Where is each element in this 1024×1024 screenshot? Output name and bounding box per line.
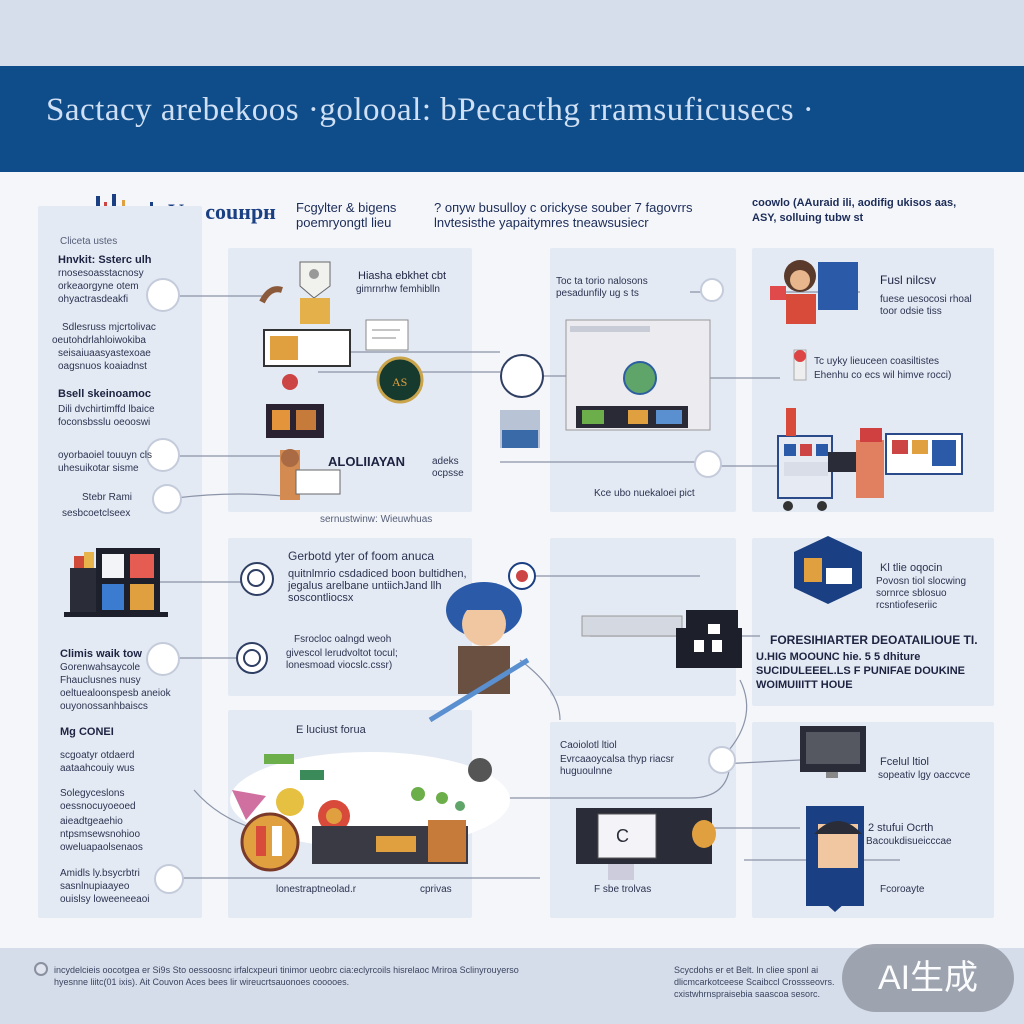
left-item-line: aataahcouiy wus — [60, 763, 135, 774]
left-item-line: oeutohdrlahloiwokiba — [52, 335, 146, 346]
left-item-line: ohyactrasdeakfi — [58, 294, 129, 305]
right-panel-title: F sbe trolvas — [594, 884, 652, 895]
center-panel-title: ALOLIIAYAN — [328, 454, 406, 469]
footer-left-text: incydelcieis oocotgea er Si9s Sto oessoo… — [54, 965, 519, 987]
center-label: Toc ta torio nalosons pesadunfily ug s t… — [556, 276, 648, 299]
connector-node — [146, 438, 180, 472]
left-item-line: orkeaorgyne otem — [58, 281, 139, 292]
left-item-line: oessnocuyoeoed — [60, 801, 136, 812]
left-item-title: Mg CONEI — [60, 726, 114, 738]
center-panel-title: Fsrocloc oalngd weoh — [294, 634, 392, 645]
right-panel-sub: fuese uesocosi rhoal toor odsie tiss — [880, 294, 972, 317]
left-item-line: rnosesoasstacnosy — [58, 268, 144, 279]
left-item-line: ouyonossanhbaiscs — [60, 701, 148, 712]
heading-3: ? oпyw busulloy c orickyse souber 7 fago… — [434, 200, 693, 230]
right-panel-2 — [752, 538, 994, 706]
right-panel-title: Fcelul ltiol — [880, 756, 929, 768]
left-item-line: Solegyceslons — [60, 788, 125, 799]
right-panel-sub: U.HIG MOOUNC hie. 5 5 dhiture SUCIDULEEE… — [756, 651, 966, 691]
left-item-line: uhesuikotar sisme — [58, 463, 139, 474]
title-banner — [0, 66, 1024, 172]
right-panel-title: 2 stufui Ocrth — [868, 822, 934, 834]
left-item-title: Stebr Rami — [82, 492, 133, 503]
connector-node — [236, 642, 268, 674]
connector-node — [508, 562, 536, 590]
left-item-line: oeltuealoonspesb aneiok — [60, 688, 171, 699]
center-panel-sub: quitnlmrio csdadiced boon bultidhen, jeg… — [288, 568, 467, 604]
connector-node — [146, 278, 180, 312]
watermark-text: AI生成 — [877, 959, 979, 997]
center-panel-sub: givescol lerudvoltot tocul; lonesmoad vi… — [286, 648, 398, 671]
left-item-title: Sdlesruss mjcrtolivac — [62, 322, 156, 333]
left-item-line: scgoatyr otdaerd — [60, 750, 135, 761]
connector-node — [146, 642, 180, 676]
left-item-line: oweluapaolsenaos — [60, 842, 143, 853]
left-item-line: aieadtgeaehio — [60, 816, 123, 827]
left-item-line: oagsnuos koaiadnst — [58, 361, 147, 372]
left-item-title: Climis waik tow — [60, 648, 142, 660]
center-panel-title: Gerbotd yter of foom anuca — [288, 549, 435, 563]
left-item-line: sesbcoetclseex — [62, 508, 131, 519]
right-panel-sub: Ehenhu co ecs wil himve rocci) — [814, 370, 952, 381]
left-item-title: Bsell skeinoamoc — [58, 388, 151, 400]
center-panel-sub: cprivas — [420, 884, 452, 895]
left-item-title: Amidls ly.bsycrbtri — [60, 868, 140, 879]
right-panel-sub: Evrcaaoycalsa thyp riacsr huguoulnne — [560, 754, 674, 777]
left-item-line: ntpsmsewsnohioo — [60, 829, 141, 840]
center-panel-title: Hiasha ebkhet cbt — [358, 270, 447, 282]
connector-node — [152, 484, 182, 514]
connector-node — [154, 864, 184, 894]
connector-node — [240, 562, 274, 596]
center-panel-4 — [550, 538, 736, 696]
left-item-line: seisaiuaasyastexoae — [58, 348, 151, 359]
connector-node — [700, 278, 724, 302]
footer-right-text: Scycdohs er et Belt. ln cliee sponl ai d… — [674, 965, 835, 999]
right-panel-sub: Povosn tiol slocwing sornrce sblosuo rcs… — [876, 576, 967, 611]
right-panel-title: Tc uyky lieuceen coasiltistes — [814, 356, 940, 367]
footer-bullet-icon — [34, 962, 48, 976]
center-label: sernustwinw: Wieuwhuas — [320, 514, 433, 525]
top-band — [0, 0, 1024, 66]
left-item-line: foconsbsslu oeooswi — [58, 417, 151, 428]
right-panel-sub: sopeativ lgy oaccvce — [878, 770, 971, 781]
ai-watermark-badge: AI生成 — [842, 944, 1014, 1012]
connector-node — [500, 354, 544, 398]
right-panel-title: Fusl nilcsv — [880, 273, 937, 287]
right-panel-3 — [752, 722, 994, 918]
left-item-line: Fhauclusnes nusy — [60, 675, 141, 686]
center-panel-sub: gimrnrhw femhiblln — [356, 284, 440, 295]
left-item-line: ouislsy loweeneeaoi — [60, 894, 150, 905]
heading-4: coowlo (AAuraid ili, aodifig ukisos aas,… — [752, 197, 957, 224]
left-item-line: Gorenwahsaycole — [60, 662, 141, 673]
page-title: Sactacy arebekoos ·golooal: bPecacthg rr… — [46, 92, 815, 128]
left-item-title: Hnvkit: Ssterc ulh — [58, 254, 152, 266]
right-panel-title: FORESIHIARTER DEOATAILIOUE TI. — [770, 633, 978, 647]
center-label: Kce ubo nuekaloei pict — [594, 488, 695, 499]
center-panel-sub: adeks ocpsse — [432, 456, 464, 479]
left-item-line: Dili dvchirtimffd lbaice — [58, 404, 155, 415]
left-item-line: oyorbaoiel touuyn cls — [58, 450, 152, 461]
right-panel-title: Caoiolotl ltiol — [560, 740, 617, 751]
connector-node — [694, 450, 722, 478]
center-panel-title: lonestraptneolad.r — [276, 884, 357, 895]
left-item-line: sasnlnupiaayeo — [60, 881, 130, 892]
center-panel-title: E luciust forua — [296, 724, 366, 736]
right-panel-sub: Bacoukdisueicccae — [866, 836, 952, 847]
left-item-title: Cliceta ustes — [60, 236, 118, 247]
heading-2: Fcgylter & bigens poemryongtl lieu — [296, 200, 397, 230]
connector-node — [708, 746, 736, 774]
right-panel-title: Fcoroayte — [880, 884, 925, 895]
right-panel-title: Kl tlie oqocin — [880, 562, 943, 574]
